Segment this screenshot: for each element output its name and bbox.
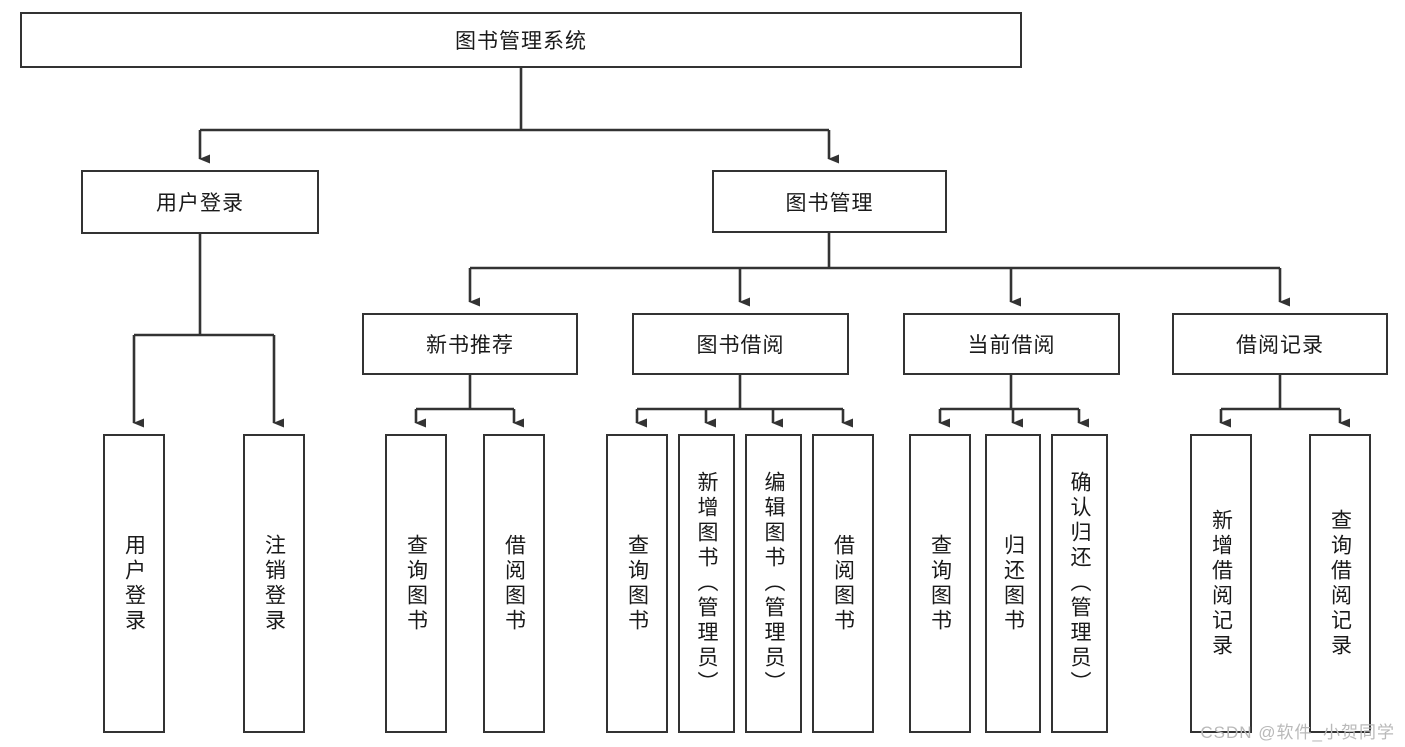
node-label: 编辑图书（管理员） [762, 471, 785, 696]
node-label: 新书推荐 [426, 334, 514, 357]
leaf-node[interactable]: 注销登录 [243, 434, 305, 733]
branch-node[interactable]: 当前借阅 [903, 313, 1120, 375]
leaf-node[interactable]: 新增图书（管理员） [678, 434, 735, 733]
node-label: 当前借阅 [967, 334, 1056, 357]
branch-node[interactable]: 借阅记录 [1172, 313, 1388, 375]
leaf-node[interactable]: 查询图书 [606, 434, 668, 733]
leaf-node[interactable]: 查询图书 [909, 434, 971, 733]
leaf-node[interactable]: 用户登录 [103, 434, 165, 733]
leaf-node[interactable]: 编辑图书（管理员） [745, 434, 802, 733]
node-label: 查询借阅记录 [1328, 508, 1352, 659]
leaf-node[interactable]: 新增借阅记录 [1190, 434, 1252, 733]
leaf-node[interactable]: 查询图书 [385, 434, 447, 733]
leaf-node[interactable]: 归还图书 [985, 434, 1041, 733]
branch-node[interactable]: 图书借阅 [632, 313, 849, 375]
node-label: 新增借阅记录 [1209, 508, 1233, 659]
branch-node[interactable]: 图书管理 [712, 170, 947, 233]
node-label: 查询图书 [404, 533, 428, 634]
node-label: 图书借阅 [696, 334, 785, 357]
node-label: 图书管理 [785, 191, 874, 215]
leaf-node[interactable]: 确认归还（管理员） [1051, 434, 1108, 733]
node-label: 用户登录 [122, 533, 146, 634]
leaf-node[interactable]: 借阅图书 [483, 434, 545, 733]
leaf-node[interactable]: 借阅图书 [812, 434, 874, 733]
node-label: 借阅图书 [502, 533, 526, 634]
node-label: 归还图书 [1001, 533, 1025, 634]
connector-group [132, 68, 1350, 428]
root-node[interactable]: 图书管理系统 [20, 12, 1022, 68]
branch-node[interactable]: 用户登录 [81, 170, 319, 234]
branch-node[interactable]: 新书推荐 [362, 313, 578, 375]
node-label: 确认归还（管理员） [1068, 471, 1091, 696]
node-label: 借阅图书 [831, 533, 855, 634]
node-label: 用户登录 [156, 192, 244, 215]
leaf-node[interactable]: 查询借阅记录 [1309, 434, 1371, 733]
node-label: 图书管理系统 [455, 30, 587, 53]
node-label: 新增图书（管理员） [695, 471, 718, 696]
node-label: 查询图书 [928, 533, 952, 634]
node-label: 借阅记录 [1236, 334, 1324, 357]
node-label: 注销登录 [262, 533, 286, 634]
node-label: 查询图书 [625, 533, 649, 634]
